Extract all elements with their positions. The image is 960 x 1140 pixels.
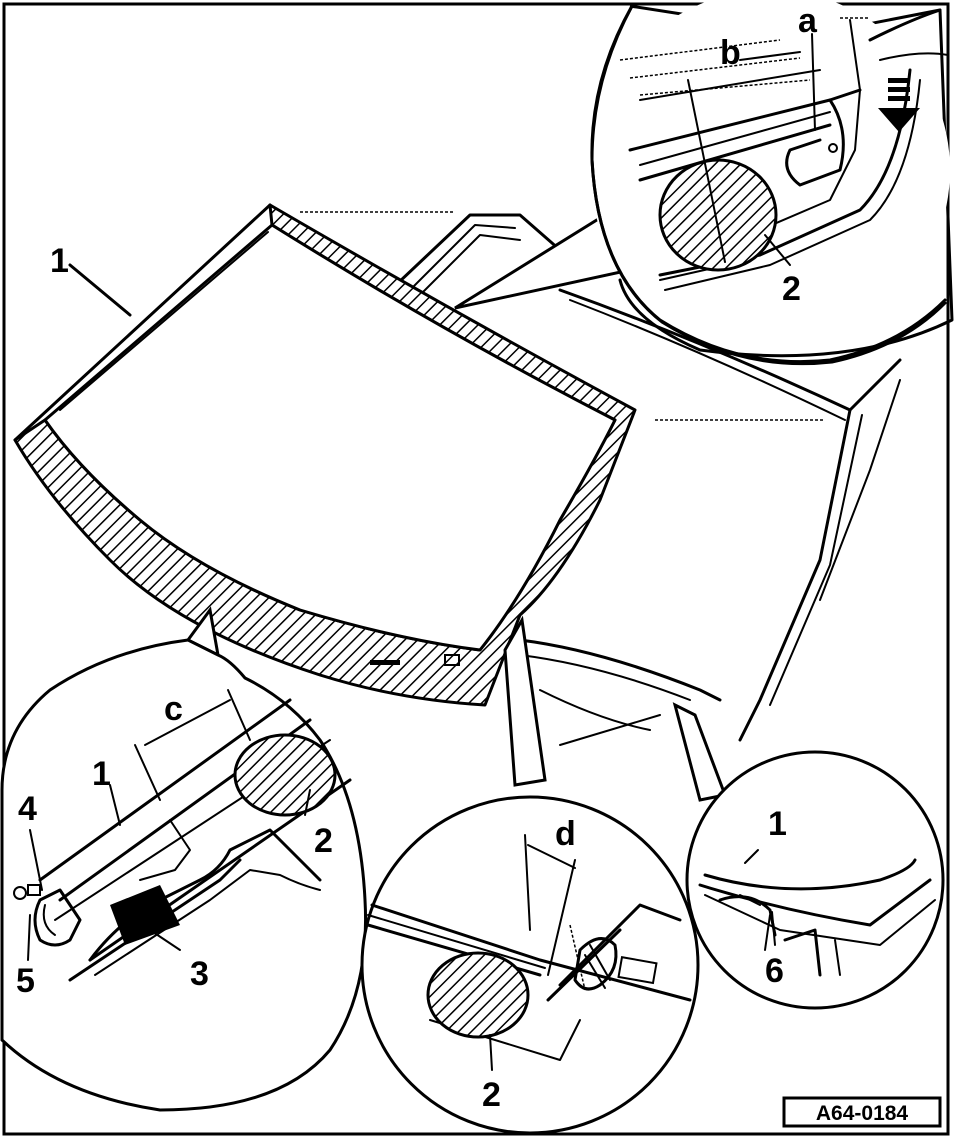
label-right-6: 6	[765, 952, 784, 990]
label-top-bead: 2	[782, 270, 801, 308]
label-left-glass: 1	[92, 755, 111, 793]
detail-middle	[360, 615, 700, 1135]
label-right-glass: 1	[768, 805, 787, 843]
label-a: a	[798, 2, 818, 40]
label-d: d	[555, 815, 576, 853]
leader-line-1	[68, 263, 132, 317]
label-left-bead: 2	[314, 822, 333, 860]
label-left-5: 5	[16, 962, 35, 1000]
detail-left	[0, 606, 368, 1112]
label-clip: 4	[18, 790, 37, 828]
windshield-glass	[13, 203, 637, 707]
label-c: c	[164, 690, 183, 728]
label-windshield: 1	[50, 242, 69, 280]
detail-right	[672, 702, 945, 1010]
label-mid-bead: 2	[482, 1076, 501, 1114]
label-b: b	[720, 34, 741, 72]
detail-top	[454, 0, 954, 366]
figure-code-box	[782, 1096, 942, 1128]
label-spacer: 3	[190, 955, 209, 993]
figure-code: A64-0184	[816, 1102, 909, 1125]
